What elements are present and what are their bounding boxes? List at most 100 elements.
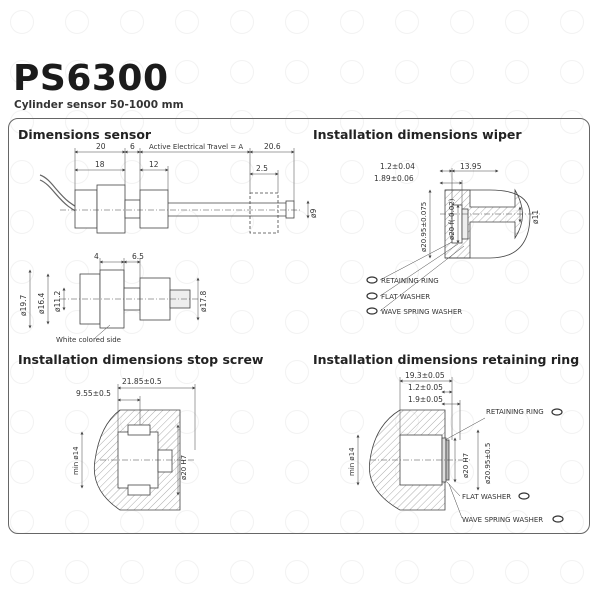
watermark-mark <box>395 160 419 184</box>
retaining-ring-housing <box>368 409 470 511</box>
watermark-mark <box>230 260 254 284</box>
watermark-mark <box>175 310 199 334</box>
watermark-mark <box>340 460 364 484</box>
watermark-mark <box>175 10 199 34</box>
dim-12: 12 <box>149 160 159 169</box>
watermark-mark <box>505 160 529 184</box>
stop-dim-min-14: min ø14 <box>72 446 80 475</box>
watermark-mark <box>285 160 309 184</box>
watermark-mark <box>10 160 34 184</box>
retaining-ring-icon <box>551 408 563 416</box>
watermark-mark <box>560 60 584 84</box>
watermark-mark <box>10 260 34 284</box>
ring-dim-min-14: min ø14 <box>348 447 356 476</box>
watermark-mark <box>340 310 364 334</box>
ring-wave-spring-label: WAVE SPRING WASHER <box>462 516 543 524</box>
section-title-wiper: Installation dimensions wiper <box>313 127 522 142</box>
watermark-mark <box>395 560 419 584</box>
watermark-mark <box>450 260 474 284</box>
watermark-mark <box>340 260 364 284</box>
watermark-mark <box>230 360 254 384</box>
watermark-mark <box>505 260 529 284</box>
watermark-mark <box>560 460 584 484</box>
stop-screw-housing <box>93 409 195 511</box>
watermark-mark <box>340 560 364 584</box>
watermark-mark <box>450 460 474 484</box>
watermark-mark <box>10 310 34 334</box>
watermark-mark <box>65 360 89 384</box>
dim-2-5: 2.5 <box>256 164 268 173</box>
dim-4: 4 <box>94 252 99 261</box>
watermark-mark <box>285 410 309 434</box>
watermark-mark <box>395 310 419 334</box>
watermark-mark <box>505 110 529 134</box>
watermark-mark <box>65 60 89 84</box>
watermark-mark <box>340 110 364 134</box>
sensor-front-view <box>60 269 200 329</box>
watermark-mark <box>560 360 584 384</box>
watermark-mark <box>505 560 529 584</box>
watermark-mark <box>505 460 529 484</box>
wiper-dim-dia-20-f: ø20 f(-0.02) <box>448 198 456 240</box>
watermark-mark <box>65 160 89 184</box>
watermark-mark <box>120 360 144 384</box>
watermark-mark <box>285 460 309 484</box>
watermark-mark <box>65 460 89 484</box>
watermark-mark <box>175 60 199 84</box>
watermark-mark <box>65 410 89 434</box>
watermark-mark <box>175 260 199 284</box>
dim-dia-19-7: ø19.7 <box>19 294 28 316</box>
watermark-mark <box>395 10 419 34</box>
watermark-mark <box>340 360 364 384</box>
watermark-mark <box>450 310 474 334</box>
ring-dim-19-3: 19.3±0.05 <box>405 371 445 380</box>
watermark-mark <box>450 10 474 34</box>
watermark-mark <box>560 160 584 184</box>
sensor-front-dimension-lines <box>28 258 200 339</box>
retaining-ring-dimension-lines <box>356 377 486 519</box>
watermark-mark <box>230 560 254 584</box>
watermark-mark <box>340 60 364 84</box>
watermark-mark <box>560 560 584 584</box>
ring-dim-dia-20-h7: ø20 H7 <box>462 453 470 478</box>
watermark-mark <box>450 560 474 584</box>
watermark-mark <box>175 360 199 384</box>
watermark-mark <box>560 210 584 234</box>
watermark-mark <box>560 310 584 334</box>
watermark-mark <box>285 260 309 284</box>
stop-dim-9-55: 9.55±0.5 <box>76 389 111 398</box>
dim-dia-17-8: ø17.8 <box>199 290 208 312</box>
watermark-mark <box>230 460 254 484</box>
watermark-mark <box>340 210 364 234</box>
watermark-mark <box>395 60 419 84</box>
watermark-mark <box>505 10 529 34</box>
wave-spring-washer-icon <box>366 307 378 315</box>
watermark-mark <box>450 360 474 384</box>
watermark-mark <box>230 60 254 84</box>
section-title-stop-screw: Installation dimensions stop screw <box>18 352 264 367</box>
section-title-dimensions-sensor: Dimensions sensor <box>18 127 152 142</box>
dim-dia-11-2: ø11.2 <box>53 290 62 312</box>
white-colored-side-note: White colored side <box>56 336 121 344</box>
wave-spring-washer-icon <box>552 515 564 523</box>
ring-retaining-ring-label: RETAINING RING <box>486 408 544 416</box>
watermark-mark <box>230 160 254 184</box>
ring-flat-washer-label: FLAT WASHER <box>462 493 511 501</box>
watermark-mark <box>505 310 529 334</box>
wiper-dim-dia-20-95: ø20.95±0.075 <box>420 202 428 252</box>
watermark-mark <box>10 60 34 84</box>
watermark-mark <box>230 410 254 434</box>
watermark-mark <box>395 210 419 234</box>
watermark-mark <box>450 60 474 84</box>
watermark-mark <box>230 310 254 334</box>
stop-screw-dimension-lines <box>80 384 196 496</box>
watermark-mark <box>395 110 419 134</box>
watermark-mark <box>230 210 254 234</box>
watermark-mark <box>560 260 584 284</box>
watermark-mark <box>560 10 584 34</box>
watermark-mark <box>340 410 364 434</box>
wiper-wave-spring-label: WAVE SPRING WASHER <box>381 308 462 316</box>
watermark-mark <box>65 110 89 134</box>
watermark-mark <box>65 260 89 284</box>
